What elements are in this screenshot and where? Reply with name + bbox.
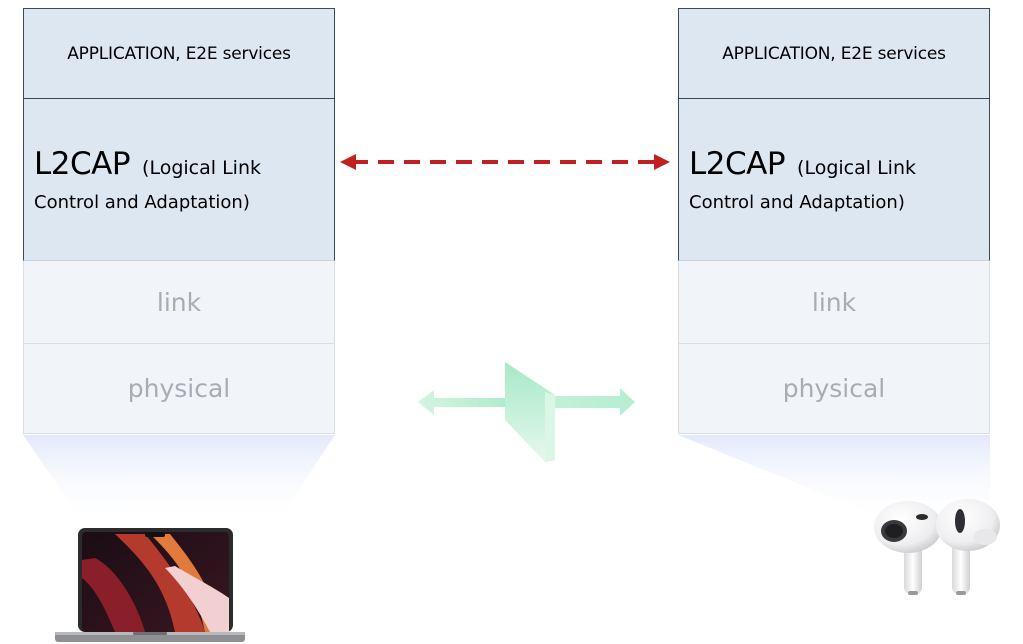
l2cap-subtitle-continued: Control and Adaptation)	[689, 192, 905, 213]
physical-layer-label: physical	[127, 374, 231, 403]
l2cap-layer: L2CAP (Logical Link Control and Adaptati…	[23, 99, 335, 261]
l2cap-title: L2CAP	[34, 146, 131, 182]
application-layer: APPLICATION, E2E services	[678, 8, 990, 99]
l2cap-title: L2CAP	[689, 146, 786, 182]
l2cap-subtitle-continued: Control and Adaptation)	[34, 192, 250, 213]
earbuds-icon	[874, 499, 1000, 595]
physical-layer-label: physical	[782, 374, 886, 403]
l2cap-subtitle: (Logical Link	[142, 157, 261, 179]
application-layer-label: APPLICATION, E2E services	[722, 43, 946, 64]
l2cap-subtitle: (Logical Link	[797, 157, 916, 179]
link-layer: link	[23, 261, 335, 344]
application-layer-label: APPLICATION, E2E services	[67, 43, 291, 64]
physical-layer: physical	[678, 344, 990, 434]
l2cap-layer: L2CAP (Logical Link Control and Adaptati…	[678, 99, 990, 261]
physical-link-arrow	[418, 362, 635, 462]
left-device-beam	[23, 435, 335, 525]
laptop-icon	[55, 528, 245, 642]
right-protocol-stack: APPLICATION, E2E services L2CAP (Logical…	[678, 8, 990, 434]
physical-layer: physical	[23, 344, 335, 434]
link-layer-label: link	[811, 287, 857, 317]
application-layer: APPLICATION, E2E services	[23, 8, 335, 99]
link-layer: link	[678, 261, 990, 344]
left-protocol-stack: APPLICATION, E2E services L2CAP (Logical…	[23, 8, 335, 434]
link-layer-label: link	[156, 287, 202, 317]
